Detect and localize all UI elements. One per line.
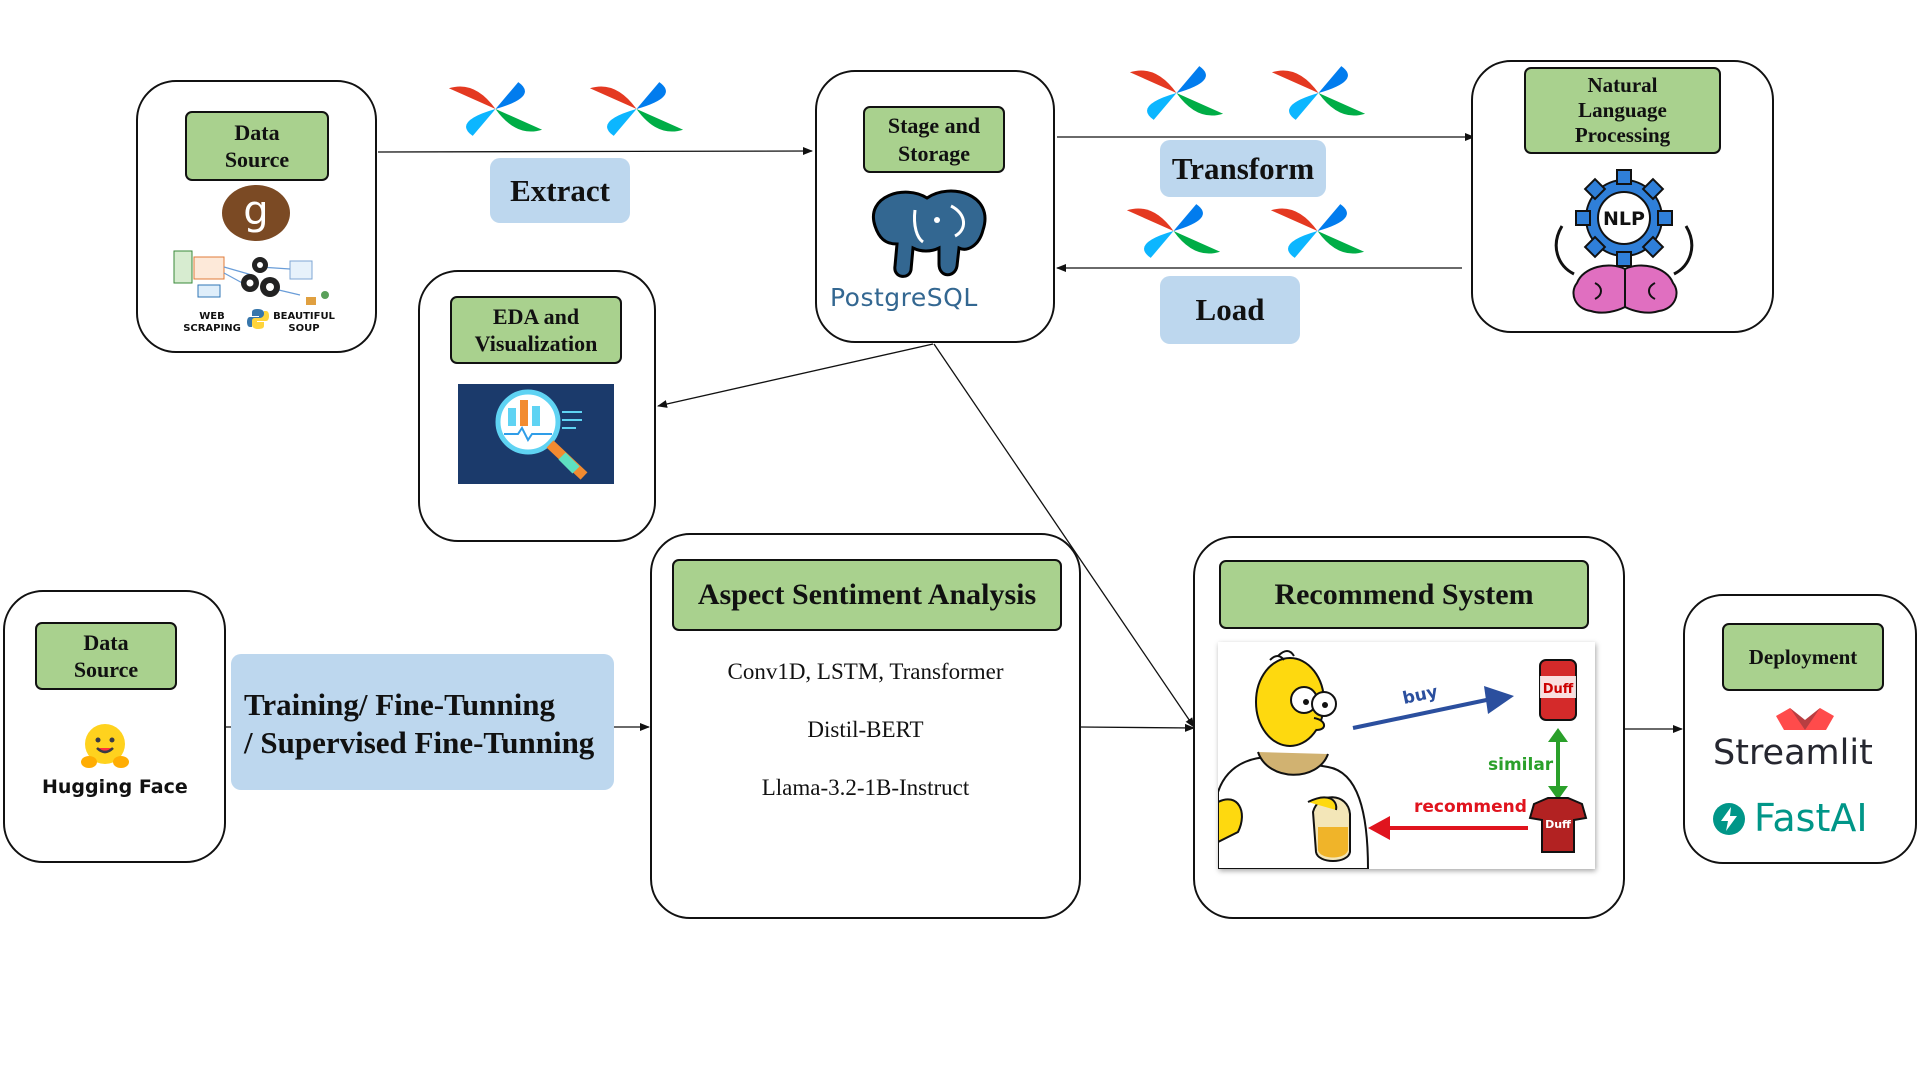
deployment-title: Deployment: [1722, 623, 1884, 691]
aspect-title: Aspect Sentiment Analysis: [672, 559, 1062, 631]
airflow-icon: [448, 82, 543, 136]
homer-icon: buy Duff similar Duff recommend: [1218, 650, 1588, 869]
nlp-badge-text: NLP: [1603, 208, 1645, 230]
beautiful-soup-caption: BEAUTIFUL SOUP: [273, 311, 335, 334]
analytics-icon: [458, 384, 614, 484]
similar-text: similar: [1488, 755, 1554, 775]
airflow-icon: [589, 82, 684, 136]
data-source-bottom-title: Data Source: [35, 622, 177, 690]
g-logo-icon: g: [222, 185, 290, 241]
streamlit-crown-icon: [1776, 708, 1834, 730]
transform-label: Transform: [1160, 140, 1326, 197]
svg-text:g: g: [243, 188, 268, 234]
airflow-icon: [1129, 66, 1224, 120]
edge-to-recommend: [933, 343, 1195, 728]
web-scraping-icon: [173, 250, 329, 305]
load-label: Load: [1160, 276, 1300, 344]
edge-aspect-recommend: [1079, 723, 1195, 732]
recommend-illustration: buy Duff similar Duff recommend: [1218, 642, 1595, 869]
postgres-elephant-icon: [871, 189, 987, 278]
recommend-title: Recommend System: [1219, 560, 1589, 629]
aspect-model-3: Llama-3.2-1B-Instruct: [761, 775, 970, 800]
streamlit-text: Streamlit: [1713, 733, 1873, 773]
postgresql-logo-text: PostgreSQL: [830, 283, 978, 312]
airflow-icon: [1126, 204, 1221, 258]
edge-to-eda: [657, 343, 934, 408]
python-icon: [247, 309, 269, 329]
duff-can-text: Duff: [1543, 682, 1574, 697]
data-source-top-title: Data Source: [185, 111, 329, 181]
edge-extract: [377, 147, 813, 156]
training-label-line1: Training/ Fine-Tunning: [244, 687, 555, 722]
airflow-icon: [1271, 66, 1366, 120]
buy-text: buy: [1401, 682, 1440, 709]
recommend-text: recommend: [1414, 797, 1527, 817]
hugging-face-icon: [81, 724, 129, 768]
nlp-gear-icon: NLP: [1554, 169, 1694, 276]
duff-shirt-text: Duff: [1545, 818, 1571, 831]
airflow-icon: [1270, 204, 1365, 258]
fastai-bolt-icon: [1713, 803, 1745, 835]
eda-title: EDA and Visualization: [450, 296, 622, 364]
training-label-line2: / Supervised Fine-Tunning: [244, 725, 595, 760]
training-label: [231, 654, 614, 790]
hugging-face-text: Hugging Face: [42, 776, 188, 798]
stage-storage-title: Stage and Storage: [863, 106, 1005, 173]
nlp-title: Natural Language Processing: [1524, 67, 1721, 154]
aspect-model-1: Conv1D, LSTM, Transformer: [727, 659, 1004, 684]
fastai-text: FastAI: [1754, 796, 1868, 840]
brain-icon: [1572, 264, 1678, 314]
aspect-model-2: Distil-BERT: [807, 717, 924, 742]
extract-label: Extract: [490, 158, 630, 223]
web-scraping-caption: WEB SCRAPING: [183, 311, 241, 334]
